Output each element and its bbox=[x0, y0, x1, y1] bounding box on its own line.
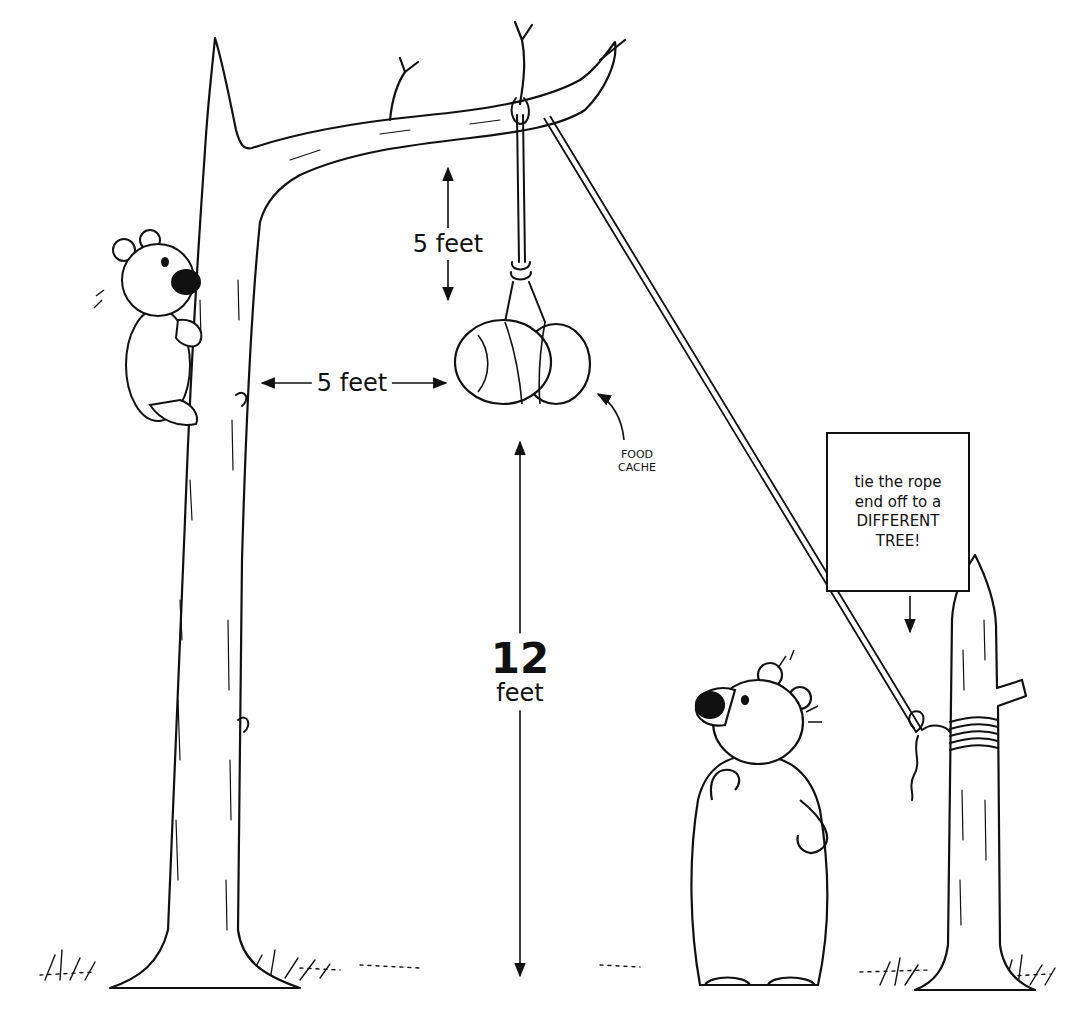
rope-wraps bbox=[950, 717, 998, 750]
dimension-label: 5 feet bbox=[312, 367, 392, 399]
bark-texture bbox=[176, 120, 500, 930]
bark-knot bbox=[236, 393, 248, 732]
hanging-rope bbox=[517, 115, 525, 262]
motion-lines bbox=[778, 650, 822, 722]
food-bag bbox=[455, 320, 551, 404]
dimension-label: 5 feet bbox=[408, 228, 488, 260]
sign-text-group: tie the rope end off to a DIFFERENT TREE… bbox=[828, 473, 968, 551]
rope-loop bbox=[512, 98, 529, 124]
callout-pointer bbox=[598, 394, 624, 440]
bark-texture bbox=[960, 620, 986, 925]
sign-text: tie the rope end off to a DIFFERENT TREE… bbox=[828, 473, 968, 551]
standing-bear bbox=[696, 688, 735, 725]
rope-knot bbox=[505, 262, 545, 322]
bag-strap bbox=[478, 322, 545, 404]
rope-knot bbox=[909, 711, 950, 732]
standing-bear bbox=[691, 755, 827, 985]
sign-pointer bbox=[909, 596, 911, 632]
climbing-bear bbox=[150, 400, 197, 425]
climbing-bear bbox=[176, 320, 201, 347]
left-tree bbox=[110, 38, 615, 988]
rope-loose-end bbox=[911, 736, 918, 800]
standing-bear-foot bbox=[705, 978, 815, 986]
right-tree bbox=[915, 555, 1035, 990]
climbing-bear-eye bbox=[162, 258, 168, 266]
climbing-bear-nose bbox=[172, 270, 200, 294]
standing-bear-arm bbox=[711, 770, 827, 853]
tie-off-rope bbox=[544, 116, 922, 732]
sign-board: tie the rope end off to a DIFFERENT TREE… bbox=[826, 432, 970, 592]
branch-twig bbox=[390, 22, 625, 120]
motion-lines bbox=[94, 290, 104, 308]
standing-bear-nose bbox=[696, 692, 724, 718]
standing-bear-eye bbox=[742, 696, 748, 704]
dimension-label: 12 feet bbox=[486, 633, 554, 710]
callout-label: FOOD CACHE bbox=[604, 447, 670, 475]
